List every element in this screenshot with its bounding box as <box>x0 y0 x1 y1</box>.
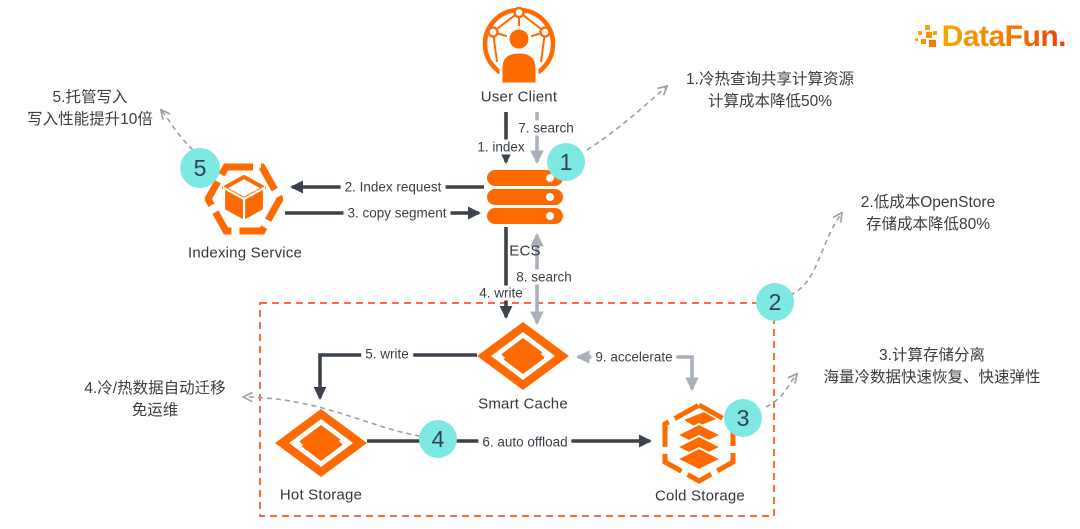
annotation-4-line2: 免运维 <box>131 402 179 420</box>
hot-storage-label: Hot Storage <box>279 486 363 504</box>
callout-curve-5 <box>162 111 194 151</box>
badge-4: 4 <box>419 420 457 458</box>
annotation-3-line2: 海量冷数据快速恢复、快速弹性 <box>823 369 1041 387</box>
annotation-4-line1: 4.冷/热数据自动迁移 <box>84 380 226 397</box>
user-client-label: User Client <box>480 88 558 106</box>
edge-label-write-ecs: 4. write <box>475 285 527 301</box>
cold-storage-icon <box>660 402 738 484</box>
indexing-service-icon <box>205 160 283 238</box>
edge-label-accelerate: 9. accelerate <box>591 349 677 365</box>
annotation-5-line2: 写入性能提升10倍 <box>27 111 153 129</box>
annotation-4: 4.冷/热数据自动迁移 免运维 <box>45 378 265 423</box>
annotation-2-line2: 存储成本降低80% <box>865 216 991 234</box>
smart-cache-icon <box>477 322 569 390</box>
edge-label-index: 1. index <box>473 139 529 155</box>
annotation-5: 5.托管写入 写入性能提升10倍 <box>10 87 170 132</box>
smart-cache-label: Smart Cache <box>478 395 568 413</box>
edge-label-search-ecs: 8. search <box>512 269 576 285</box>
edge-label-index-request: 2. Index request <box>340 179 446 195</box>
edge-label-auto-offload: 6. auto offload <box>478 434 572 450</box>
callout-curve-1 <box>586 87 666 151</box>
edge-label-write-cache: 5. write <box>361 346 413 362</box>
edge-label-search-client: 7. search <box>514 120 578 136</box>
badge-3: 3 <box>724 399 762 437</box>
badge-1: 1 <box>547 143 585 181</box>
badge-2: 2 <box>756 283 794 321</box>
hot-storage-icon <box>275 409 367 477</box>
annotation-2: 2.低成本OpenStore 存储成本降低80% <box>818 192 1038 237</box>
datafun-logo: DataFun. <box>914 20 1067 54</box>
ecs-icon <box>487 170 563 226</box>
edge-write-cache-arrow <box>313 353 477 400</box>
annotation-1-line1: 1.冷热查询共享计算资源 <box>686 71 854 88</box>
logo-text: DataFun. <box>941 20 1067 53</box>
callout-curve-4 <box>245 397 421 437</box>
user-client-icon <box>481 6 557 84</box>
badge-5: 5 <box>180 148 220 188</box>
callout-curve-2 <box>789 214 841 296</box>
openstore-dashed-box <box>259 302 775 517</box>
indexing-service-label: Indexing Service <box>187 244 303 262</box>
logo-dots-icon <box>914 25 937 47</box>
annotation-3: 3.计算存储分离 海量冷数据快速恢复、快速弹性 <box>792 345 1072 390</box>
annotation-1-line2: 计算成本降低50% <box>707 93 833 111</box>
annotation-5-line1: 5.托管写入 <box>52 89 128 106</box>
edge-label-copy-segment: 3. copy segment <box>343 205 451 221</box>
cold-storage-label: Cold Storage <box>655 487 745 505</box>
annotation-1: 1.冷热查询共享计算资源 计算成本降低50% <box>660 69 880 114</box>
callout-curve-3 <box>765 375 796 408</box>
annotation-2-line1: 2.低成本OpenStore <box>860 194 996 211</box>
ecs-label: ECS <box>509 242 541 260</box>
annotation-3-line1: 3.计算存储分离 <box>879 347 985 364</box>
